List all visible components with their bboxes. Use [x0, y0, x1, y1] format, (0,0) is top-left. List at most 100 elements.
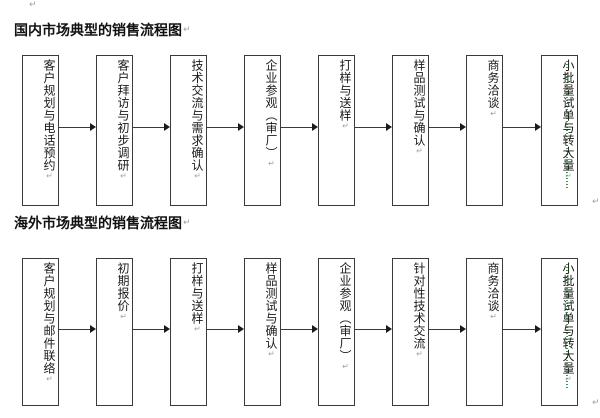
paragraph-mark-icon: ↵	[193, 324, 202, 335]
flow-arrow	[133, 123, 170, 132]
flow-arrow-shaft	[503, 127, 535, 128]
section-1-title: 国内市场典型的销售流程图	[14, 23, 182, 39]
process-node[interactable]: 小批量试单与转大量↵	[541, 55, 578, 206]
flow-arrow-shaft	[59, 329, 90, 330]
flow-arrow	[207, 325, 244, 334]
flow-arrow-shaft	[355, 329, 386, 330]
flow-arrow-head-icon	[312, 325, 318, 333]
flow-arrow-shaft	[355, 127, 386, 128]
paragraph-mark-icon: ↵	[415, 349, 424, 360]
flow-arrow	[355, 325, 392, 334]
grammar-squiggle-icon	[566, 264, 568, 390]
process-node[interactable]: 客户规划与邮件联络↵	[22, 258, 59, 406]
flow-arrow-shaft	[133, 127, 164, 128]
process-node-label: 打样与送样↵	[190, 262, 204, 335]
flowchart-overseas: 客户规划与邮件联络↵ 初期报价↵ 打样与送样↵ 样品测试与确认↵ 企业参观（审厂）↵ 针对…	[0, 258, 600, 406]
flow-arrow	[133, 325, 170, 334]
flow-arrow-head-icon	[460, 325, 466, 333]
process-node[interactable]: 初期报价↵	[96, 258, 133, 406]
process-node[interactable]: 客户规划与电话预约↵	[22, 55, 59, 206]
process-node[interactable]: 商务洽谈↵	[466, 55, 503, 206]
process-node-label: 样品测试与确认↵	[264, 262, 278, 360]
process-node-label: 客户拜访与初步调研↵	[116, 59, 130, 182]
flow-arrow	[355, 123, 392, 132]
flow-arrow	[429, 123, 466, 132]
paragraph-mark-icon: ↵	[489, 312, 498, 322]
paragraph-mark-icon: ↵	[45, 171, 54, 182]
process-node-label: 客户规划与邮件联络↵	[42, 262, 56, 385]
process-node[interactable]: 针对性技术交流↵	[392, 258, 429, 406]
flow-arrow-shaft	[133, 329, 164, 330]
flow-arrow	[207, 123, 244, 132]
process-node-label: 初期报价↵	[116, 262, 130, 322]
section-2-heading: 海外市场典型的销售流程图↵	[14, 215, 191, 232]
flow-arrow-head-icon	[460, 123, 466, 131]
flow-arrow	[59, 325, 96, 334]
flow-arrow-head-icon	[312, 123, 318, 131]
process-node[interactable]: 打样与送样↵	[318, 55, 355, 206]
process-node-label: 客户规划与电话预约↵	[42, 59, 56, 182]
process-node[interactable]: 企业参观（审厂）↵	[318, 258, 355, 406]
flow-arrow	[503, 123, 541, 132]
flow-arrow	[429, 325, 466, 334]
paragraph-mark-icon: ↵	[193, 171, 202, 182]
flow-arrow	[503, 325, 541, 334]
flow-arrow-head-icon	[535, 325, 541, 333]
flow-arrow-shaft	[59, 127, 90, 128]
process-node[interactable]: 样品测试与确认↵	[244, 258, 281, 406]
process-node-label: 打样与送样↵	[338, 59, 352, 132]
process-node-label: 小批量试单与转大量↵	[561, 262, 575, 384]
flow-arrow-head-icon	[535, 123, 541, 131]
process-node[interactable]: 小批量试单与转大量↵	[541, 258, 578, 406]
paragraph-mark-icon: ↵	[183, 25, 191, 35]
section-2-title: 海外市场典型的销售流程图	[14, 216, 182, 232]
flow-arrow	[281, 325, 318, 334]
paragraph-mark-icon: ↵	[119, 171, 128, 182]
paragraph-mark-icon: ↵	[564, 171, 573, 182]
flow-arrow-shaft	[207, 329, 238, 330]
paragraph-mark-icon: ↵	[592, 197, 600, 207]
process-node[interactable]: 样品测试与确认↵	[392, 55, 429, 206]
process-node[interactable]: 客户拜访与初步调研↵	[96, 55, 133, 206]
flow-arrow-shaft	[429, 329, 460, 330]
process-node-label: 企业参观（审厂）↵	[264, 59, 278, 169]
flow-arrow	[59, 123, 96, 132]
paragraph-mark-icon: ↵	[45, 374, 54, 385]
flow-arrow-head-icon	[386, 123, 392, 131]
paragraph-mark-icon: ↵	[415, 146, 424, 157]
flow-arrow	[281, 123, 318, 132]
flow-arrow-shaft	[281, 127, 312, 128]
flow-arrow-head-icon	[90, 325, 96, 333]
process-node[interactable]: 技术交流与需求确认↵	[170, 55, 207, 206]
process-node-label: 小批量试单与转大量↵	[561, 59, 575, 182]
paragraph-mark-icon: ↵	[489, 109, 498, 119]
flowchart-domestic: 客户规划与电话预约↵ 客户拜访与初步调研↵ 技术交流与需求确认↵ 企业参观（审厂）↵ 打…	[0, 55, 600, 206]
process-node-label: 样品测试与确认↵	[412, 59, 426, 157]
section-1-heading: 国内市场典型的销售流程图↵	[14, 22, 191, 39]
paragraph-mark-icon: ↵	[267, 159, 276, 169]
process-node[interactable]: 打样与送样↵	[170, 258, 207, 406]
paragraph-mark-icon: ↵	[592, 398, 600, 408]
flow-arrow-head-icon	[238, 123, 244, 131]
flow-arrow-shaft	[503, 329, 535, 330]
flow-arrow-head-icon	[238, 325, 244, 333]
paragraph-mark-icon: ↵	[267, 349, 276, 360]
paragraph-mark-icon: ↵	[341, 121, 350, 132]
flow-arrow-head-icon	[386, 325, 392, 333]
flow-arrow-head-icon	[164, 123, 170, 131]
process-node-label: 企业参观（审厂）↵	[338, 262, 352, 372]
process-node[interactable]: 商务洽谈↵	[466, 258, 503, 406]
flow-arrow-head-icon	[90, 123, 96, 131]
paragraph-mark-icon: ↵	[341, 362, 350, 372]
flow-arrow-shaft	[429, 127, 460, 128]
process-node-label: 针对性技术交流↵	[412, 262, 426, 360]
paragraph-mark-icon: ↵	[29, 0, 37, 10]
process-node-label: 商务洽谈↵	[486, 262, 500, 322]
flow-arrow-shaft	[281, 329, 312, 330]
flow-arrow-head-icon	[164, 325, 170, 333]
paragraph-mark-icon: ↵	[119, 312, 128, 322]
flow-arrow-shaft	[207, 127, 238, 128]
process-node[interactable]: 企业参观（审厂）↵	[244, 55, 281, 206]
process-node-label: 商务洽谈↵	[486, 59, 500, 119]
